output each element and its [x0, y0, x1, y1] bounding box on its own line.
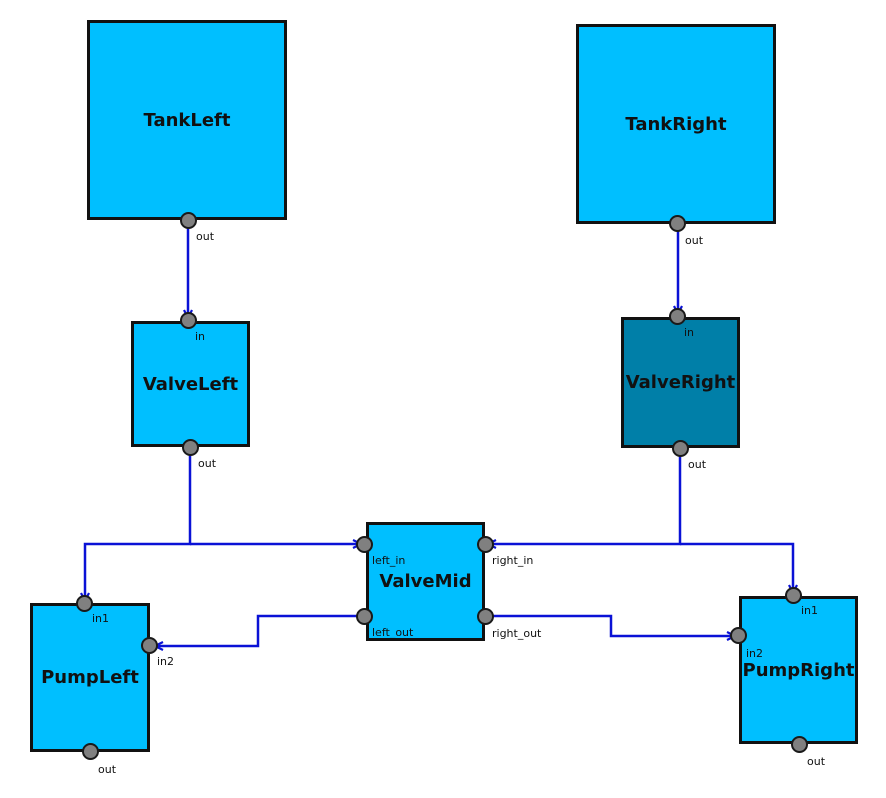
port-label: in	[195, 330, 206, 343]
port-valve-left-out[interactable]	[182, 439, 199, 456]
port-valve-right-in[interactable]	[669, 308, 686, 325]
port-label: left_out	[372, 626, 414, 639]
port-label: out	[196, 230, 215, 243]
port-tank-right-out[interactable]	[669, 215, 686, 232]
port-valve-left-in[interactable]	[180, 312, 197, 329]
port-label: out	[807, 755, 826, 768]
port-valve-mid-right-in[interactable]	[477, 536, 494, 553]
node-label: TankLeft	[143, 109, 231, 131]
node-valve-left[interactable]: ValveLeft	[131, 321, 250, 447]
port-valve-right-out[interactable]	[672, 440, 689, 457]
port-label: out	[198, 457, 217, 470]
port-label: out	[685, 234, 704, 247]
port-label: in2	[157, 655, 175, 668]
port-label: right_out	[492, 627, 542, 640]
port-pump-left-out[interactable]	[82, 743, 99, 760]
port-pump-left-in2[interactable]	[141, 637, 158, 654]
node-pump-right[interactable]: PumpRight	[739, 596, 858, 744]
edge-valvemid-pumpleft[interactable]	[155, 614, 364, 646]
node-label: ValveRight	[625, 372, 736, 393]
port-label: in1	[92, 612, 110, 625]
port-valve-mid-left-in[interactable]	[356, 536, 373, 553]
port-pump-right-in2[interactable]	[730, 627, 747, 644]
port-label: out	[98, 763, 117, 776]
port-pump-left-in1[interactable]	[76, 595, 93, 612]
port-label: in1	[801, 604, 819, 617]
port-label: right_in	[492, 554, 534, 567]
port-label: in	[684, 326, 695, 339]
port-tank-left-out[interactable]	[180, 212, 197, 229]
node-label: PumpRight	[742, 659, 855, 681]
node-valve-right[interactable]: ValveRight	[621, 317, 740, 448]
node-label: PumpLeft	[41, 667, 139, 688]
edge-valvemid-pumpright[interactable]	[486, 614, 735, 636]
node-pump-left[interactable]: PumpLeft	[30, 603, 150, 752]
port-label: left_in	[372, 554, 406, 567]
edge-valveright-pumpright[interactable]	[680, 542, 793, 593]
edge-valveleft-pumpleft[interactable]	[85, 449, 192, 601]
port-valve-mid-left-out[interactable]	[356, 608, 373, 625]
port-pump-right-in1[interactable]	[785, 587, 802, 604]
node-tank-right[interactable]: TankRight	[576, 24, 776, 224]
node-label: ValveLeft	[142, 373, 239, 395]
port-label: in2	[746, 647, 764, 660]
port-label: out	[688, 458, 707, 471]
port-valve-mid-right-out[interactable]	[477, 608, 494, 625]
node-tank-left[interactable]: TankLeft	[87, 20, 287, 220]
port-pump-right-out[interactable]	[791, 736, 808, 753]
node-valve-mid[interactable]: ValveMid	[366, 522, 485, 641]
node-label: TankRight	[625, 113, 727, 135]
node-label: ValveMid	[379, 571, 472, 592]
